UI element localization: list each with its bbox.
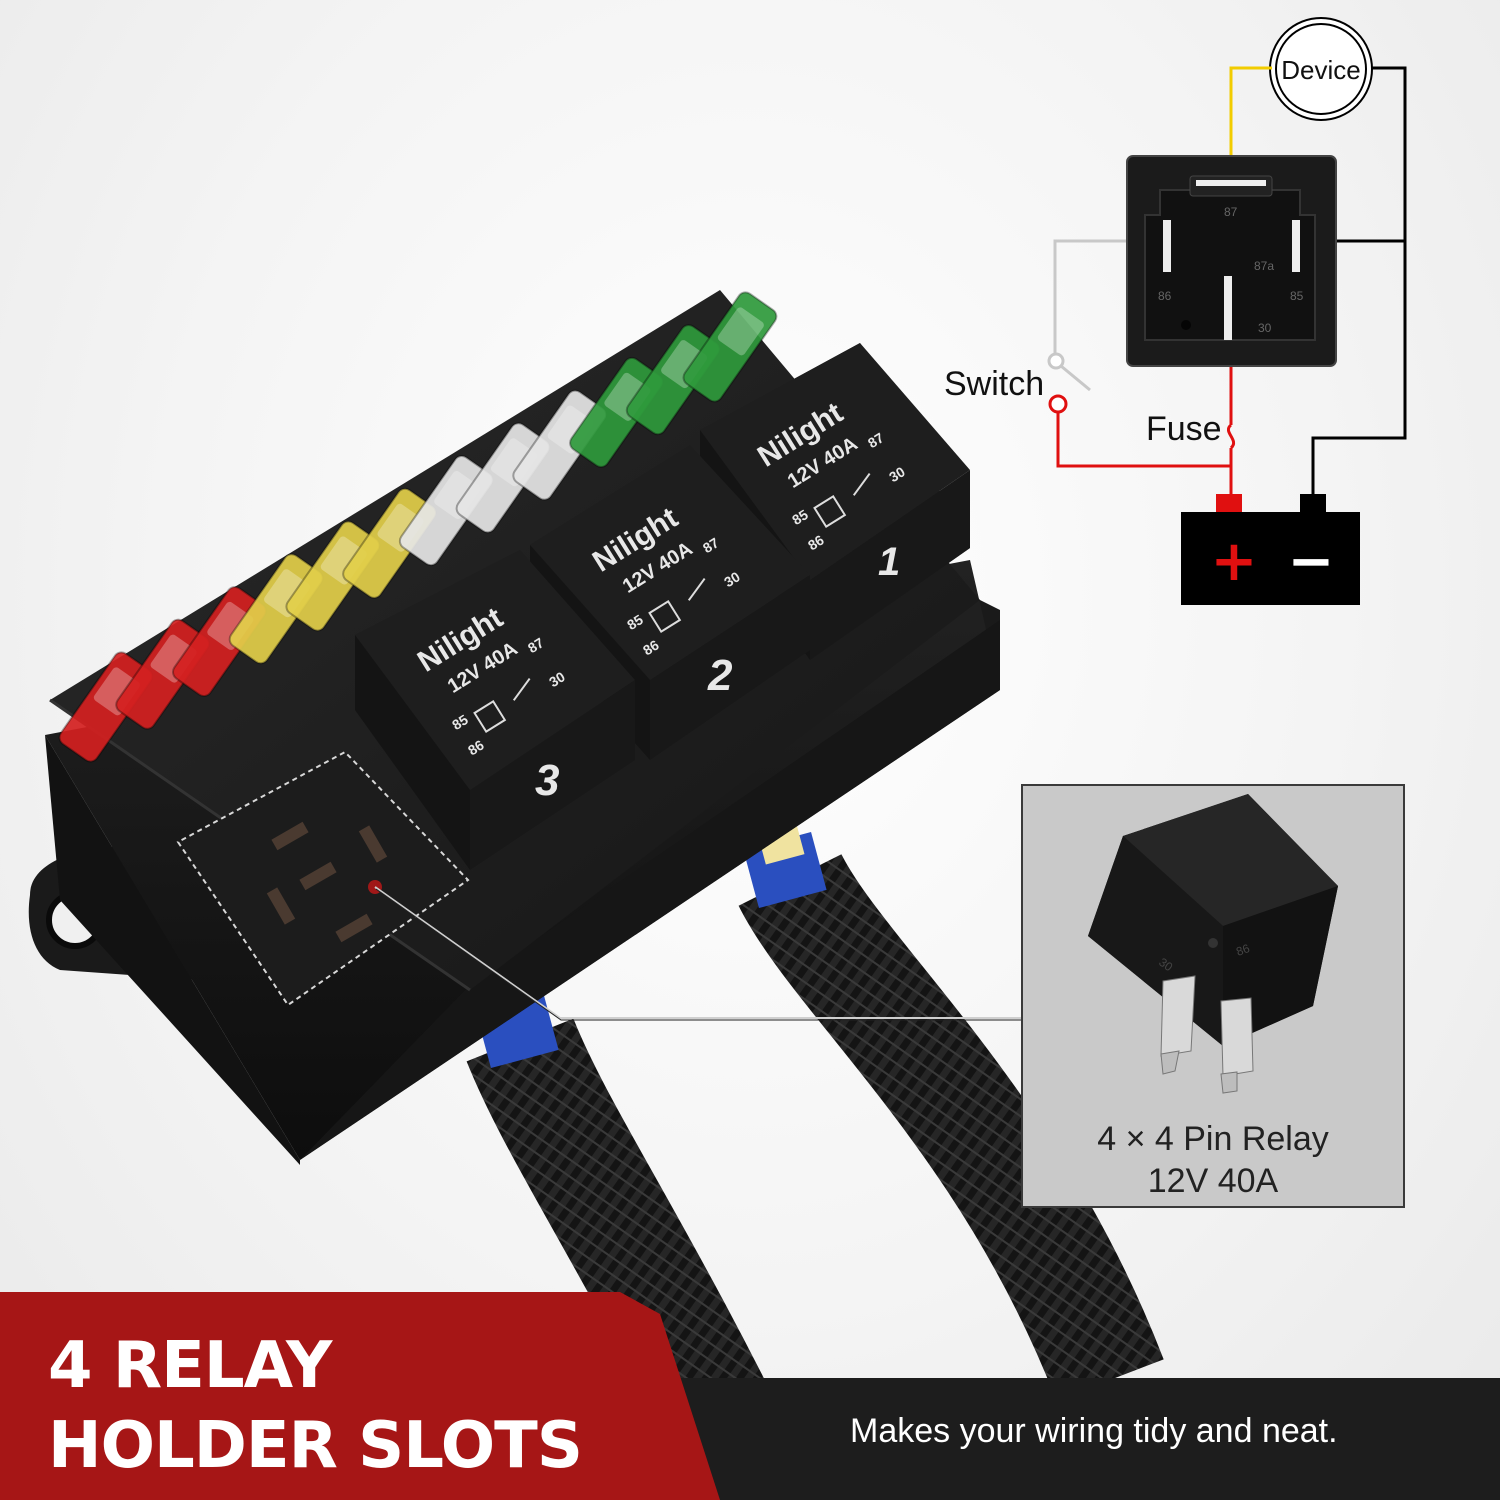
- tagline: Makes your wiring tidy and neat.: [850, 1412, 1338, 1450]
- relay-1-coil-icon: [813, 494, 847, 529]
- pin-87-blade: [1196, 180, 1266, 186]
- relay-1-pin-30: 30: [886, 463, 908, 485]
- blade-fuse[interactable]: [283, 518, 382, 633]
- blade-fuse[interactable]: [113, 617, 212, 732]
- relay-3-pin-30: 30: [546, 668, 568, 690]
- inset-caption: 4 × 4 Pin Relay 12V 40A: [1023, 1118, 1403, 1202]
- relay-2-switch-icon: [687, 577, 706, 601]
- blade-fuse[interactable]: [340, 486, 439, 601]
- relay-3-coil-icon: [473, 699, 507, 734]
- four-pin-relay-illustration: 30 86: [1088, 794, 1338, 1094]
- blade-fuse[interactable]: [510, 387, 609, 502]
- switch-symbol: [1047, 352, 1065, 370]
- pin-86-label: 86: [1158, 289, 1172, 303]
- footer-accent-panel: [0, 1292, 720, 1500]
- relay-blade-1: [1160, 975, 1196, 1057]
- headline-line1: 4 RELAY: [48, 1329, 332, 1403]
- headline: 4 RELAY HOLDER SLOTS: [48, 1326, 583, 1486]
- pin-85-label: 85: [1290, 289, 1304, 303]
- relay-2-pin-85: 85: [624, 611, 646, 633]
- relay-1-switch-icon: [852, 472, 871, 496]
- relay-1-pin-87: 87: [865, 429, 887, 451]
- pin-87a-label: 87a: [1254, 259, 1274, 273]
- blade-fuse[interactable]: [680, 289, 779, 404]
- relay-blade-2: [1220, 997, 1254, 1077]
- relay-2-pin-87: 87: [700, 534, 722, 556]
- battery-plus-icon: +: [1211, 529, 1258, 594]
- pin-86-blade: [1163, 220, 1171, 272]
- blade-fuse[interactable]: [397, 453, 496, 568]
- inset-caption-line2: 12V 40A: [1147, 1162, 1279, 1200]
- blade-fuse[interactable]: [624, 322, 723, 437]
- relay-3: Nilight 12V 40A 85 86 87 30 3: [355, 550, 635, 870]
- black-wire: [1311, 66, 1407, 500]
- relay-3-pin-85: 85: [449, 711, 471, 733]
- blade-fuse[interactable]: [56, 649, 155, 764]
- blade-fuse[interactable]: [227, 551, 326, 666]
- relay-1-number: 1: [878, 540, 900, 584]
- pin-30-blade: [1224, 276, 1232, 340]
- relay-2-coil-icon: [648, 599, 682, 634]
- blade-fuse[interactable]: [567, 355, 666, 470]
- wiring-diagram: Device Switch Fuse 87 87a 86 85 30: [944, 17, 1407, 605]
- blade-fuse[interactable]: [453, 420, 552, 535]
- empty-relay-socket: [176, 750, 470, 1007]
- pin-30-label: 30: [1258, 321, 1272, 335]
- blade-fuse-row: [56, 289, 779, 764]
- device-label: Device: [1281, 55, 1360, 85]
- relay-3-switch-icon: [512, 677, 531, 701]
- relay-inset-panel: 30 86 4 × 4 Pin Relay 12V 40A: [1021, 784, 1405, 1208]
- inset-pin-86-label: 86: [1234, 941, 1252, 959]
- inset-caption-line1: 4 × 4 Pin Relay: [1097, 1120, 1329, 1158]
- relay-3-number: 3: [535, 756, 559, 805]
- headline-line2: HOLDER SLOTS: [48, 1409, 583, 1483]
- relay-1-pin-85: 85: [789, 506, 811, 528]
- yellow-wire: [1229, 66, 1272, 180]
- battery-symbol: + −: [1181, 494, 1360, 605]
- relay-1: Nilight 12V 40A 85 86 87 30 1: [700, 343, 970, 660]
- relay-2-pin-30: 30: [721, 568, 743, 590]
- pin-87-label: 87: [1224, 205, 1238, 219]
- relay-2-pin-86: 86: [640, 637, 662, 659]
- blade-fuse[interactable]: [170, 584, 269, 699]
- relay-2-number: 2: [707, 651, 733, 700]
- relay-pin-diagram: 87 87a 86 85 30: [1126, 155, 1337, 367]
- pin-85-blade: [1292, 220, 1300, 272]
- relay-3-pin-86: 86: [465, 737, 487, 759]
- battery-minus-icon: −: [1288, 529, 1335, 594]
- callout-line: [374, 886, 1022, 1019]
- fuse-label: Fuse: [1146, 410, 1222, 448]
- relay-1-pin-86: 86: [805, 532, 827, 554]
- switch-label: Switch: [944, 365, 1044, 403]
- relay-3-pin-87: 87: [525, 634, 547, 656]
- fuse-symbol: [1226, 423, 1236, 450]
- relay-2: Nilight 12V 40A 85 86 87 30 2: [530, 445, 810, 760]
